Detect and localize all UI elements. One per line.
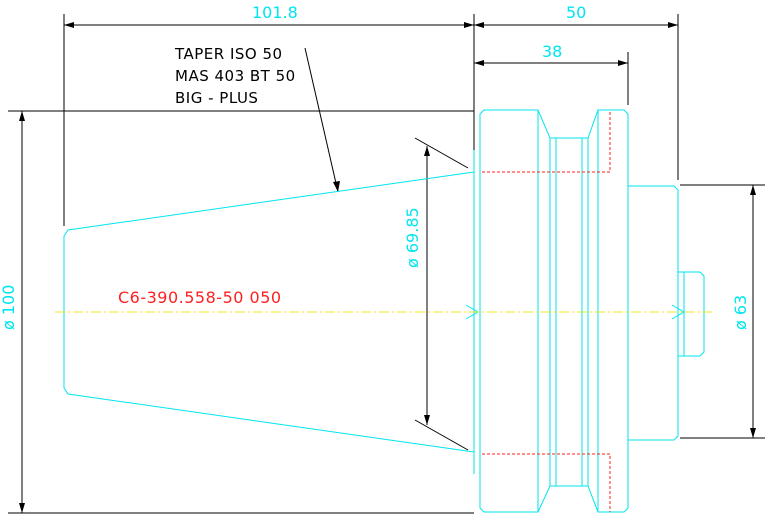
center-mark	[671, 304, 685, 320]
note-leader-line	[304, 47, 339, 193]
part-number: C6-390.558-50 050	[118, 288, 282, 307]
arrowhead	[333, 181, 340, 192]
arrowhead	[64, 22, 74, 28]
dim-flange-length: 50	[566, 3, 586, 22]
dim-overall-length: 101.8	[252, 3, 298, 22]
pull-stud	[678, 271, 705, 357]
extension-line-taper-top	[414, 137, 469, 169]
arrowhead	[464, 22, 474, 28]
dim-gauge-diameter: ø 69.85	[403, 207, 422, 268]
hidden-lines	[482, 110, 611, 512]
dim-body-length: 38	[542, 42, 562, 61]
arrowhead	[474, 60, 484, 66]
arrowhead	[474, 22, 484, 28]
note-standard: MAS 403 BT 50	[175, 67, 296, 85]
arrowhead	[19, 503, 25, 513]
arrowhead	[750, 428, 756, 438]
hidden-line-bottom	[482, 453, 611, 512]
tool-holder-outline	[63, 109, 705, 513]
arrowhead	[424, 415, 430, 425]
arrowhead	[19, 111, 25, 121]
note-type: BIG - PLUS	[175, 89, 258, 107]
arrowhead	[750, 185, 756, 195]
arrowhead	[424, 146, 430, 156]
flange-body	[479, 109, 629, 513]
extension-line-taper-bottom	[414, 419, 469, 451]
dim-flange-diameter: ø 100	[0, 285, 18, 330]
dimension-lines	[8, 14, 765, 514]
shank	[628, 185, 679, 441]
arrowhead	[618, 60, 628, 66]
dim-shank-diameter: ø 63	[731, 295, 750, 330]
arrowhead	[668, 22, 678, 28]
hidden-line-top	[482, 110, 611, 173]
note-taper: TAPER ISO 50	[174, 45, 283, 63]
